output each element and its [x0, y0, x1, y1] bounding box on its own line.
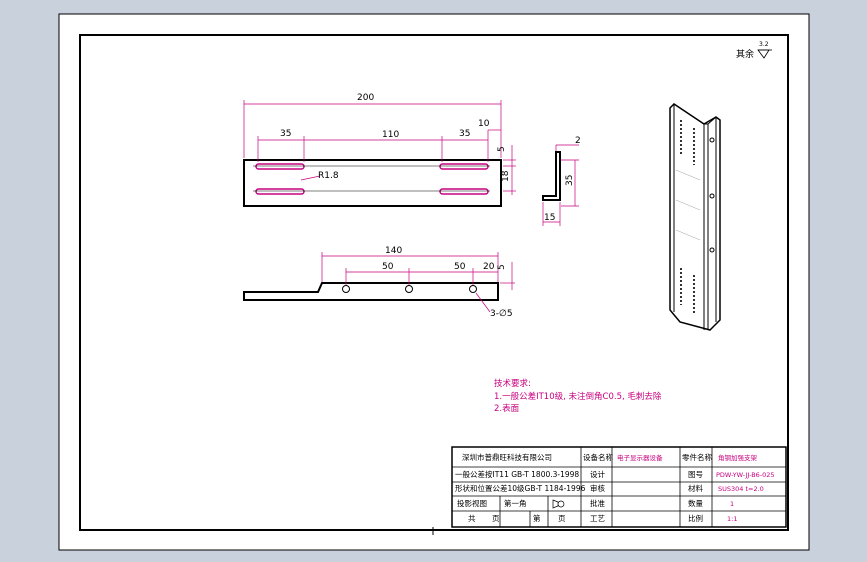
- dim-5: 5: [497, 146, 507, 152]
- dim-35: 35: [565, 175, 575, 186]
- drawing-no-label: 图号: [688, 470, 703, 479]
- dim-50-b: 50: [454, 262, 466, 272]
- tolerance-line-2: 形状和位置公差10级GB-T 1184-1996: [455, 483, 586, 493]
- iso-slot: [680, 120, 695, 315]
- dim-110: 110: [382, 130, 399, 140]
- equipment-value: 电子显示器设备: [617, 453, 663, 462]
- projection-symbol: [552, 499, 565, 509]
- angle-front-outline: [243, 282, 499, 301]
- notes-line1: 1.一般公差IT10级, 未注倒角C0.5, 毛刺去除: [494, 391, 662, 402]
- tolerance-line-1: 一般公差按IT11 GB-T 1800.3-1998: [455, 469, 579, 479]
- part-name-value: 角钢加强支架: [718, 453, 758, 462]
- dim-20: 20: [483, 262, 495, 272]
- dim-35-left: 35: [280, 129, 291, 139]
- roughness-symbol: 其余 3.2: [736, 41, 772, 60]
- roughness-label: 其余: [736, 48, 754, 60]
- approve-label: 批准: [590, 498, 605, 508]
- dim-18: 18: [501, 170, 511, 182]
- scale-label: 比例: [688, 513, 703, 523]
- hole-callout: 3-∅5: [490, 309, 513, 319]
- projection-label: 投影视图: [457, 498, 487, 508]
- dim-15: 15: [544, 213, 555, 223]
- equipment-label: 设备名称: [583, 452, 613, 462]
- side-view: 2 35 15: [542, 136, 581, 226]
- top-view: 200 35 110 35 10 5 18 R1.8: [243, 93, 516, 207]
- title-block: 深圳市普鼎旺科技有限公司 一般公差按IT11 GB-T 1800.3-1998 …: [451, 446, 787, 528]
- roughness-value: 3.2: [759, 41, 769, 48]
- scale-value: 1:1: [727, 515, 737, 523]
- qty-label: 数量: [688, 498, 703, 508]
- dim-50-a: 50: [382, 262, 394, 272]
- slot: [255, 163, 489, 195]
- first-angle-label: 第一角: [504, 498, 527, 508]
- angle-profile: [542, 151, 561, 201]
- plate-outline: [243, 159, 502, 207]
- technical-notes: 技术要求: 1.一般公差IT10级, 未注倒角C0.5, 毛刺去除 2.表面: [494, 378, 662, 414]
- company-name: 深圳市普鼎旺科技有限公司: [462, 452, 552, 462]
- dim-2: 2: [575, 136, 581, 146]
- part-name-label: 零件名称: [682, 452, 712, 462]
- iso-outline: [669, 103, 721, 331]
- check-label: 审核: [590, 483, 605, 493]
- dim-10: 10: [478, 119, 490, 129]
- qty-value: 1: [730, 500, 734, 508]
- slot-radius: R1.8: [318, 171, 339, 181]
- hole: [342, 285, 477, 293]
- material-value: SUS304 t=2.0: [718, 485, 764, 493]
- page2-label: 页: [558, 514, 566, 523]
- process-label: 工艺: [590, 514, 605, 523]
- total-label: 共: [468, 514, 476, 523]
- notes-title: 技术要求:: [494, 378, 531, 389]
- page-label: 第: [533, 513, 541, 523]
- notes-line2: 2.表面: [494, 403, 520, 414]
- isometric-view: [669, 103, 721, 331]
- dim-5-front: 5: [497, 264, 507, 270]
- dim-overall: 200: [357, 93, 374, 103]
- dim-140: 140: [385, 246, 402, 256]
- material-label: 材料: [688, 483, 703, 493]
- design-label: 设计: [590, 469, 605, 479]
- iso-hole: [709, 137, 715, 253]
- front-view: 140 50 50 20 5 3-∅5: [243, 246, 515, 319]
- drawing-no-value: PDW-YW-JJ-B6-025: [716, 471, 775, 479]
- drawing-frame: [79, 34, 789, 531]
- dim-35-right: 35: [459, 129, 470, 139]
- pages-label: 页: [492, 514, 500, 523]
